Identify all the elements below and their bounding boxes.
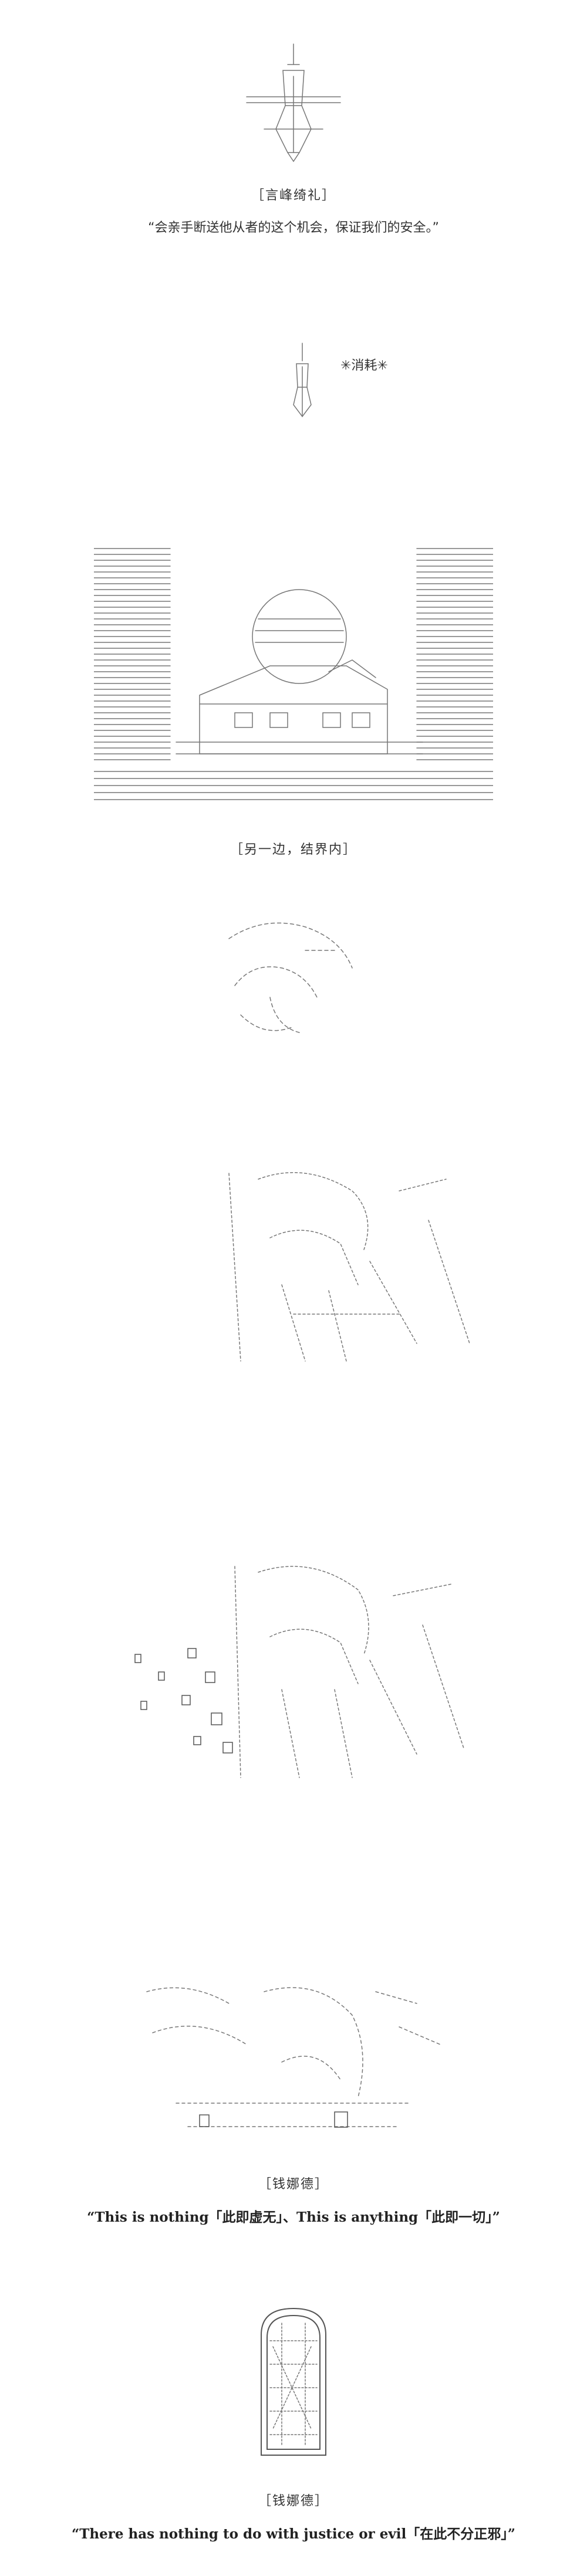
consume-tag: ✳消耗✳ bbox=[340, 358, 388, 373]
figure-ascii-3 bbox=[141, 1980, 446, 2156]
face-closeup bbox=[217, 915, 370, 1044]
qiannade-name-1: ［钱娜德］ bbox=[258, 2177, 329, 2192]
house-scene bbox=[94, 543, 493, 824]
figure-ascii-1 bbox=[223, 1167, 505, 1367]
quote-nothing: “This is nothing「此即虚无」、This is anything「… bbox=[87, 2209, 500, 2225]
qiannade-name-2: ［钱娜德］ bbox=[258, 2494, 329, 2509]
kotomine-figure-top bbox=[229, 41, 358, 164]
kotomine-figure-small bbox=[285, 340, 320, 422]
quote-justice: “There has nothing to do with justice or… bbox=[72, 2526, 515, 2542]
kotomine-name: ［言峰绮礼］ bbox=[251, 188, 336, 203]
kotomine-quote: “会亲手断送他从者的这个机会，保证我们的安全。” bbox=[148, 221, 439, 235]
barrier-label: ［另一边，结界内］ bbox=[230, 842, 357, 857]
arch-window bbox=[255, 2306, 332, 2458]
figure-ascii-2 bbox=[123, 1561, 487, 1783]
